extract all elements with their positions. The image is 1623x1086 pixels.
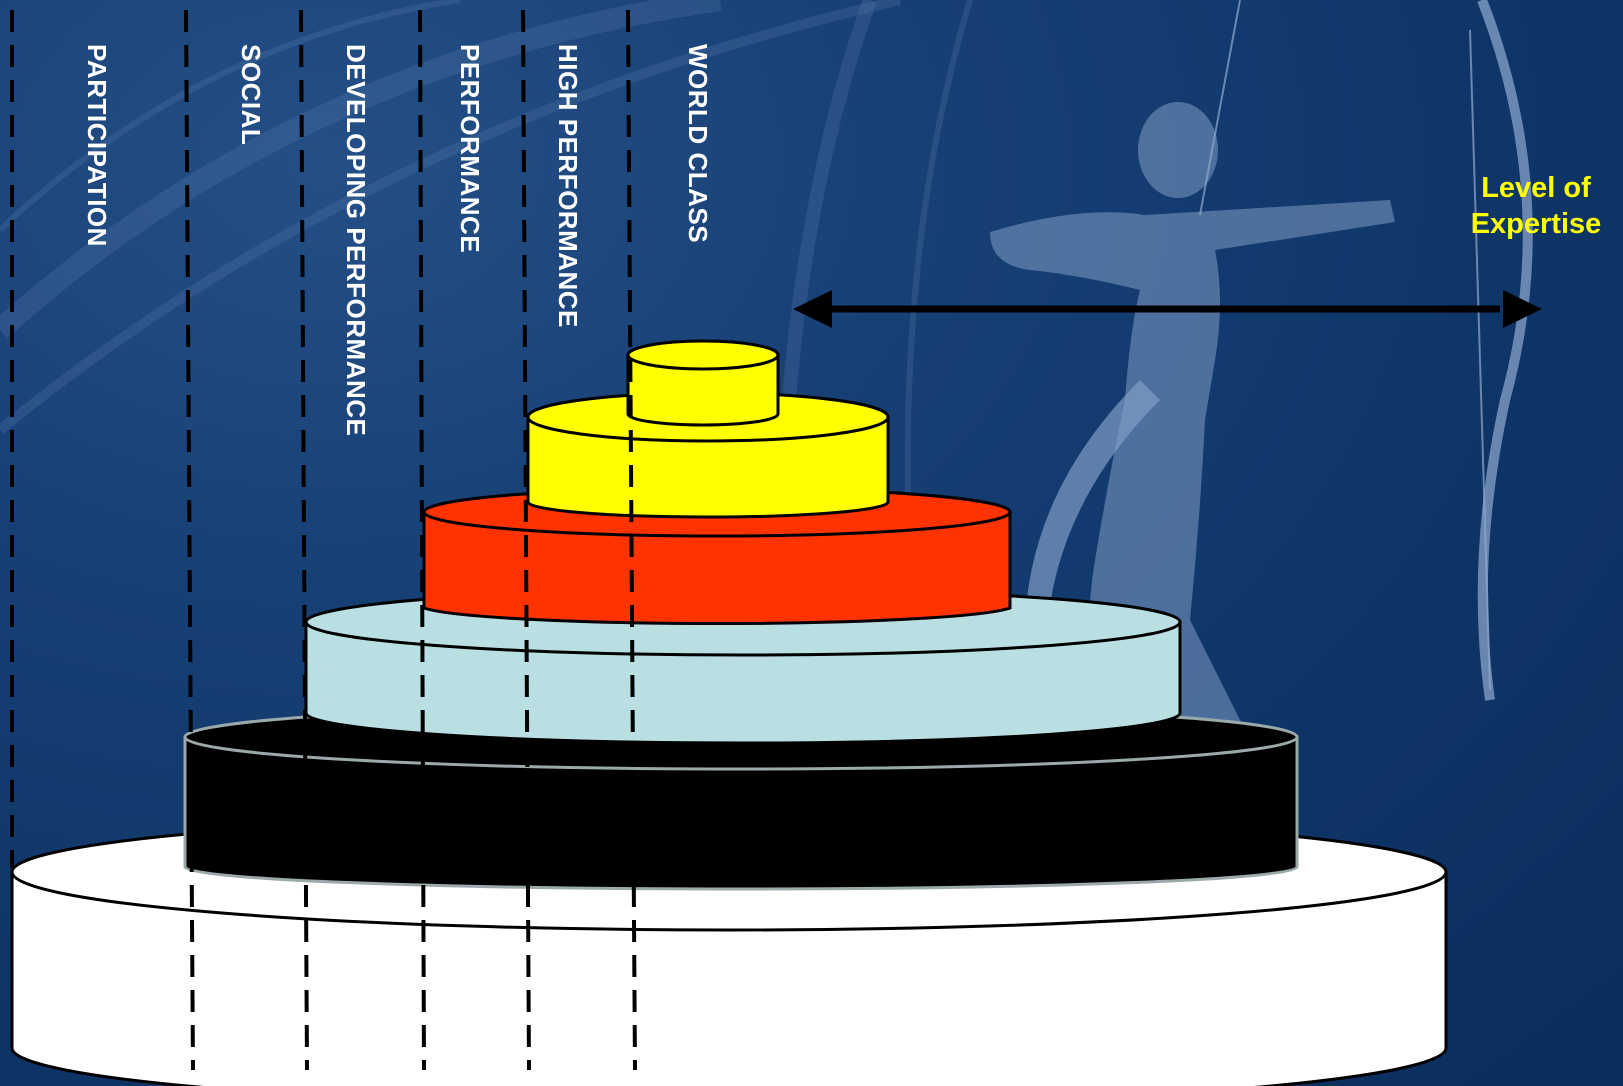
expertise-line-2: Expertise xyxy=(1456,206,1616,242)
label-participation: PARTICIPATION xyxy=(82,44,112,247)
label-developing-performance: DEVELOPING PERFORMANCE xyxy=(341,44,371,436)
label-world-class: WORLD CLASS xyxy=(683,44,713,243)
bow-icon xyxy=(1200,0,1528,700)
tier-world-class xyxy=(628,341,778,425)
expertise-line-1: Level of xyxy=(1456,170,1616,206)
level-of-expertise-label: Level of Expertise xyxy=(1456,170,1616,242)
label-social: SOCIAL xyxy=(236,44,266,145)
label-high-performance: HIGH PERFORMANCE xyxy=(553,44,583,328)
label-performance: PERFORMANCE xyxy=(455,44,485,253)
